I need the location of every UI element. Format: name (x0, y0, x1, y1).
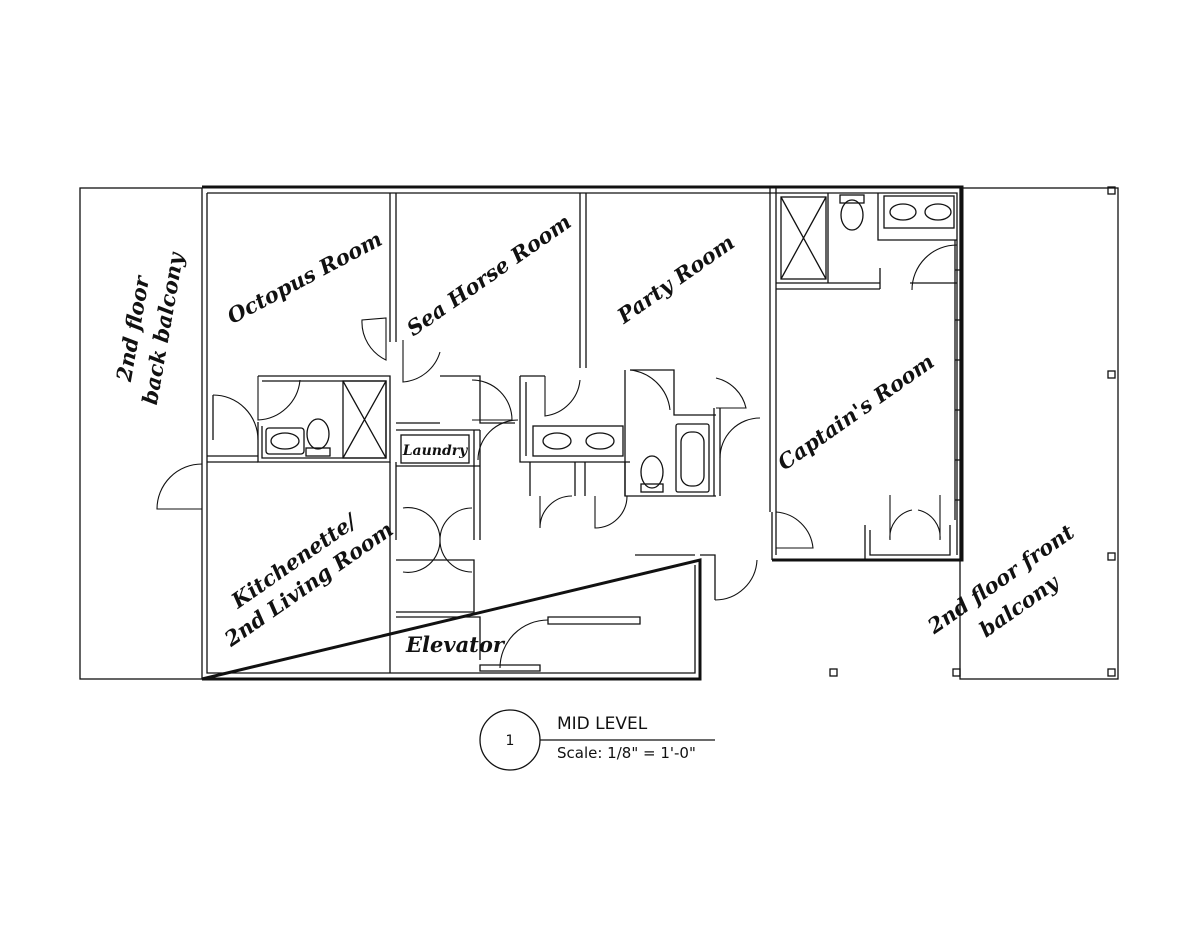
laundry-label: Laundry (402, 443, 468, 459)
fixtures (265, 194, 955, 493)
doors (156, 244, 958, 669)
drawing-title: MID LEVEL (557, 714, 648, 734)
title-block: 1 MID LEVEL Scale: 1/8" = 1'-0" (479, 709, 715, 771)
captains-room-label: Captain's Room (773, 349, 939, 475)
octopus-room-label: Octopus Room (223, 226, 386, 329)
balcony-outline (79, 186, 1119, 680)
sea-horse-room-label: Sea Horse Room (402, 209, 576, 341)
drawing-scale: Scale: 1/8" = 1'-0" (557, 744, 696, 762)
party-room-label: Party Room (612, 229, 739, 329)
elevator-label: Elevator (405, 632, 506, 657)
drawing-number: 1 (506, 733, 515, 749)
